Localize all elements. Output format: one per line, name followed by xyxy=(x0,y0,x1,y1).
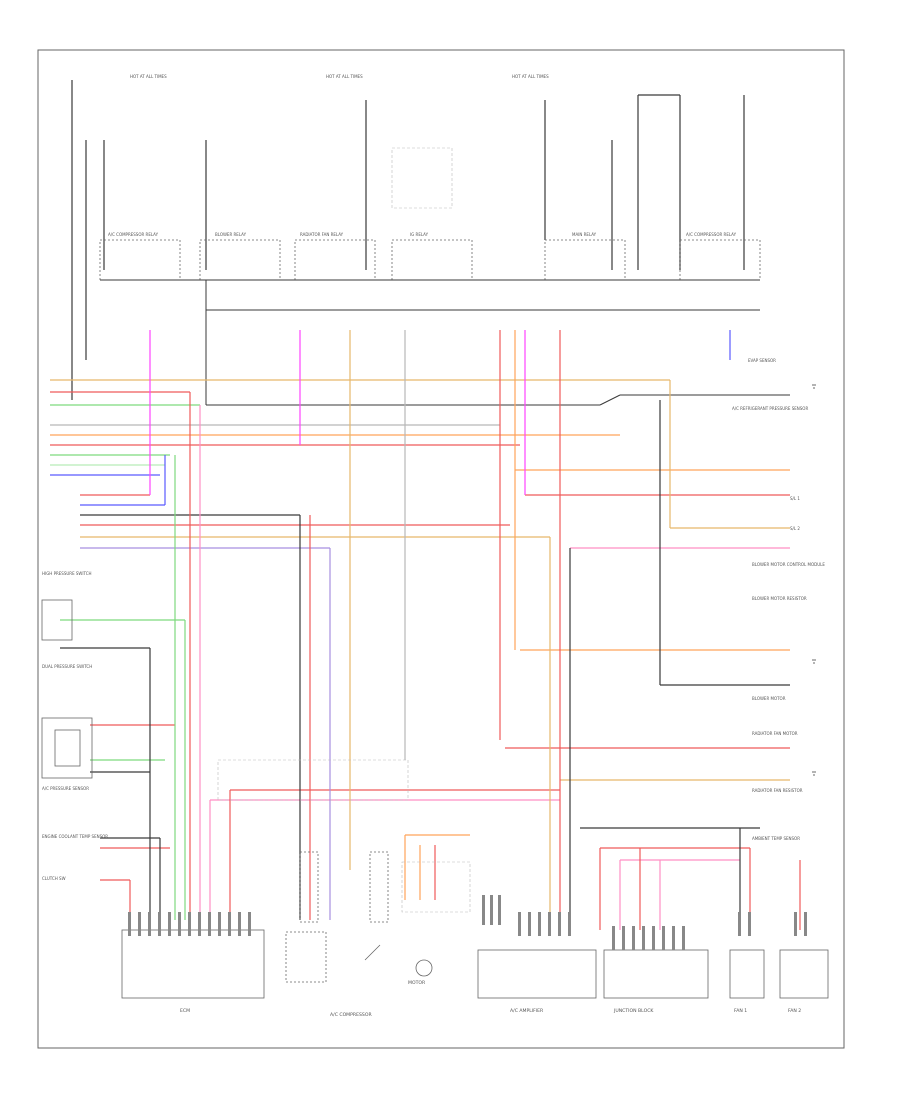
fuse-header-3: HOT AT ALL TIMES xyxy=(512,74,549,79)
wire-verticals xyxy=(129,330,801,930)
junction-pins xyxy=(612,926,685,950)
right-label-3: S/L 1 xyxy=(790,496,800,501)
right-label-2: A/C REFRIGERANT PRESSURE SENSOR xyxy=(732,406,808,411)
fan-2-label: FAN 2 xyxy=(788,1008,801,1014)
relay-box-1 xyxy=(99,239,181,281)
motor-symbol xyxy=(415,959,433,977)
diagram-frame xyxy=(37,49,845,1049)
fan-1-box xyxy=(729,949,765,999)
relay-label-3: RADIATOR FAN RELAY xyxy=(300,232,344,237)
ac-compressor-symbol xyxy=(285,851,389,983)
pressure-switch-inner xyxy=(54,729,81,767)
right-label-7: BLOWER MOTOR xyxy=(752,696,786,701)
dual-pressure-switch xyxy=(41,717,93,779)
ac-amplifier xyxy=(477,949,597,999)
left-label-3: A/C PRESSURE SENSOR xyxy=(42,786,89,791)
left-label-4: ENGINE COOLANT TEMP SENSOR xyxy=(42,834,108,839)
fuse-header-2: HOT AT ALL TIMES xyxy=(326,74,363,79)
ground-symbols xyxy=(812,384,816,776)
right-label-5: BLOWER MOTOR CONTROL MODULE xyxy=(752,562,825,567)
relay-label-4: IG RELAY xyxy=(410,232,429,237)
right-label-8: RADIATOR FAN MOTOR xyxy=(752,731,798,736)
fan-2-box xyxy=(779,949,829,999)
relay-box-2 xyxy=(199,239,281,281)
fuse-header-1: HOT AT ALL TIMES xyxy=(130,74,167,79)
high-pressure-switch xyxy=(41,599,73,641)
wire-harness xyxy=(50,379,790,881)
relay-box-4 xyxy=(391,239,473,281)
relay-label-6: A/C COMPRESSOR RELAY xyxy=(686,232,737,237)
right-label-10: AMBIENT TEMP SENSOR xyxy=(752,836,800,841)
power-feeds xyxy=(71,80,745,400)
relay-box-3 xyxy=(294,239,376,281)
ecm-pins xyxy=(128,912,251,936)
fan-1-label: FAN 1 xyxy=(734,1008,747,1014)
dashed-outlines xyxy=(217,147,471,913)
junction-block xyxy=(603,949,709,999)
right-label-4: S/L 2 xyxy=(790,526,800,531)
right-label-9: RADIATOR FAN RESISTOR xyxy=(752,788,803,793)
junction-label: JUNCTION BLOCK xyxy=(613,1008,654,1014)
ac-compressor-label: A/C COMPRESSOR xyxy=(330,1012,372,1018)
left-components xyxy=(41,599,93,779)
left-label-2: DUAL PRESSURE SWITCH xyxy=(42,664,92,669)
relay-box-5 xyxy=(544,239,626,281)
relay-label-1: A/C COMPRESSOR RELAY xyxy=(108,232,159,237)
ground-bus xyxy=(100,279,790,406)
amp-pins xyxy=(482,895,571,936)
motor-label: MOTOR xyxy=(408,980,426,986)
ecm-label: ECM xyxy=(180,1008,190,1014)
right-label-6: BLOWER MOTOR RESISTOR xyxy=(752,596,807,601)
relay-label-5: MAIN RELAY xyxy=(572,232,597,237)
right-label-1: EVAP SENSOR xyxy=(748,358,776,363)
fan-pins xyxy=(738,912,807,936)
left-label-5: CLUTCH SW xyxy=(42,876,66,881)
relay-label-2: BLOWER RELAY xyxy=(215,232,247,237)
relay-row xyxy=(99,239,761,281)
ecm-module xyxy=(121,929,265,999)
relay-box-6 xyxy=(679,239,761,281)
ac-amplifier-label: A/C AMPLIFIER xyxy=(510,1008,544,1014)
left-label-1: HIGH PRESSURE SWITCH xyxy=(42,571,92,576)
